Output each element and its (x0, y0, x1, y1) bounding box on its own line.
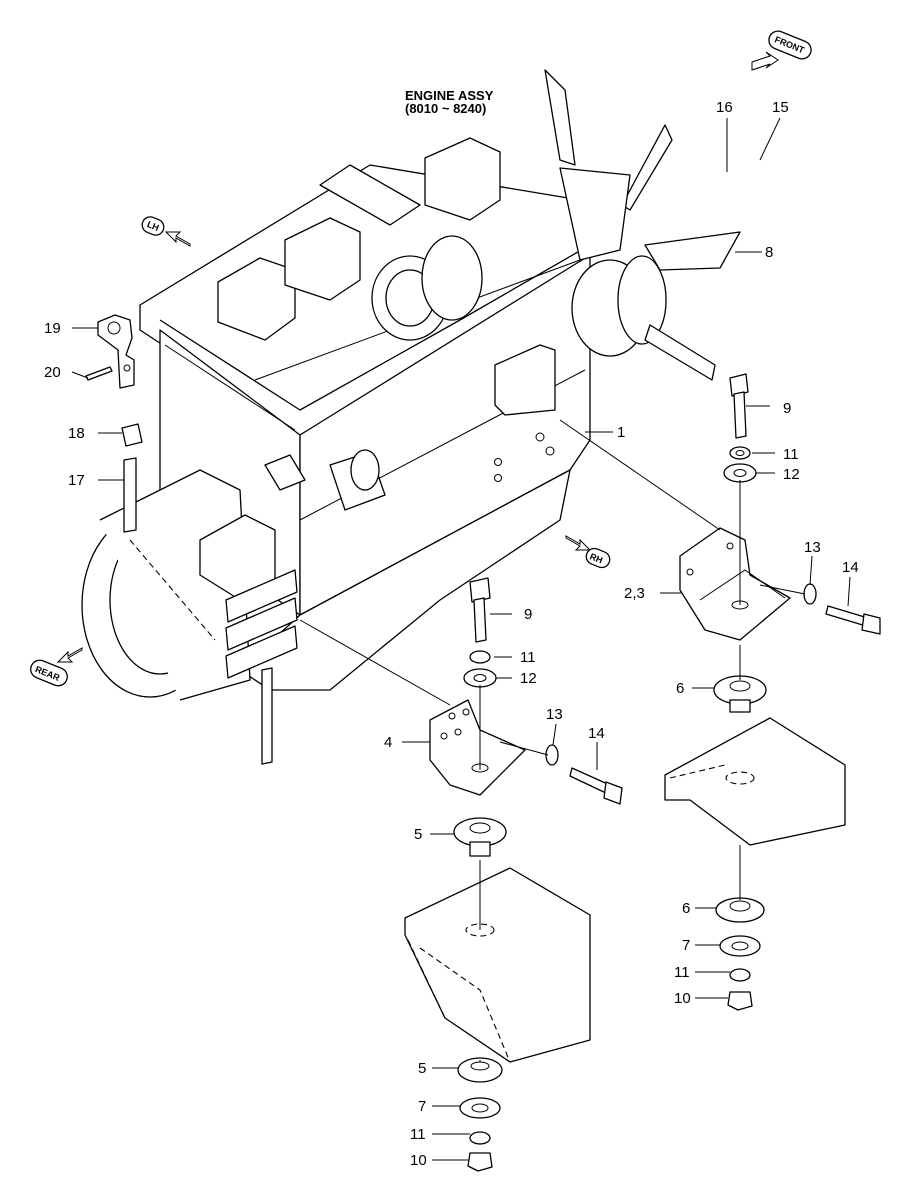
callout-1: 1 (617, 424, 625, 441)
callout-9-center: 9 (524, 606, 532, 623)
bolt-9-center (469, 577, 491, 643)
callout-5-upper: 5 (414, 826, 422, 843)
nut-10-center (467, 1152, 493, 1172)
bracket-4 (429, 699, 526, 796)
callout-labels: 16 15 8 9 11 12 1 19 20 18 17 13 14 2,3 … (44, 99, 859, 1169)
washer-12-upper-right (723, 463, 757, 483)
callout-20: 20 (44, 364, 61, 381)
rear-direction-tag: REAR (30, 647, 83, 687)
washer-11-lower-right (729, 968, 751, 982)
callout-11-center: 11 (520, 649, 536, 666)
callout-17: 17 (68, 472, 85, 489)
diagram-title-line2: (8010 ~ 8240) (405, 101, 486, 116)
frame-support-right (664, 717, 846, 846)
bracket-bolt (85, 366, 113, 381)
callout-9-upper: 9 (783, 400, 791, 417)
bolt-14-center (569, 767, 623, 805)
washer-12-center (463, 668, 497, 688)
callout-19: 19 (44, 320, 61, 337)
callout-10-right: 10 (674, 990, 691, 1007)
engine-block (81, 69, 741, 765)
callout-7-right: 7 (682, 937, 690, 954)
callout-12-upper: 12 (783, 466, 800, 483)
callout-7-center: 7 (418, 1098, 426, 1115)
nut-10-right (727, 991, 753, 1011)
rh-tag-label: RH (588, 551, 604, 565)
rubber-mount-6-upper-right (713, 675, 767, 713)
washer-11-lower-center (469, 1131, 491, 1145)
lh-direction-tag: LH (141, 216, 191, 247)
rubber-mount-6-lower-right (715, 897, 765, 923)
callout-2-3: 2,3 (624, 585, 645, 602)
diagram-title-line1: ENGINE ASSY (405, 88, 494, 103)
callout-13-right: 13 (804, 539, 821, 556)
callout-11-lower-right: 11 (674, 964, 690, 981)
washer-7-right (719, 935, 761, 957)
callout-6-upper: 6 (676, 680, 684, 697)
washer-13-right (803, 583, 817, 605)
callout-13-center: 13 (546, 706, 563, 723)
washer-13-center (545, 744, 559, 766)
bracket-2-3 (679, 527, 791, 641)
rh-direction-tag: RH (565, 535, 611, 569)
washer-7-center (459, 1097, 501, 1119)
callout-6-lower: 6 (682, 900, 690, 917)
callout-15: 15 (772, 99, 789, 116)
callout-14-center: 14 (588, 725, 605, 742)
callout-4: 4 (384, 734, 392, 751)
washer-11-center (469, 650, 491, 664)
front-direction-tag: FRONT (751, 30, 812, 71)
leader-lines (71, 117, 851, 1161)
callout-14-right: 14 (842, 559, 859, 576)
callout-11-lower-center: 11 (410, 1126, 426, 1143)
callout-16: 16 (716, 99, 733, 116)
bolt-14-right (825, 605, 881, 635)
callout-10-center: 10 (410, 1152, 427, 1169)
callout-12-center: 12 (520, 670, 537, 687)
rubber-mount-5-upper (453, 817, 507, 857)
lh-tag-label: LH (146, 219, 161, 233)
lifting-bracket (97, 314, 135, 389)
callout-11-upper: 11 (783, 446, 799, 463)
tube-clamp (121, 423, 143, 447)
frame-support-center (404, 867, 591, 1063)
callout-18: 18 (68, 425, 85, 442)
bolt-9-upper (729, 373, 749, 439)
callout-8: 8 (765, 244, 773, 261)
washer-11-upper-right (729, 446, 751, 460)
assembly-centerlines (299, 419, 806, 1062)
callout-5-lower: 5 (418, 1060, 426, 1077)
